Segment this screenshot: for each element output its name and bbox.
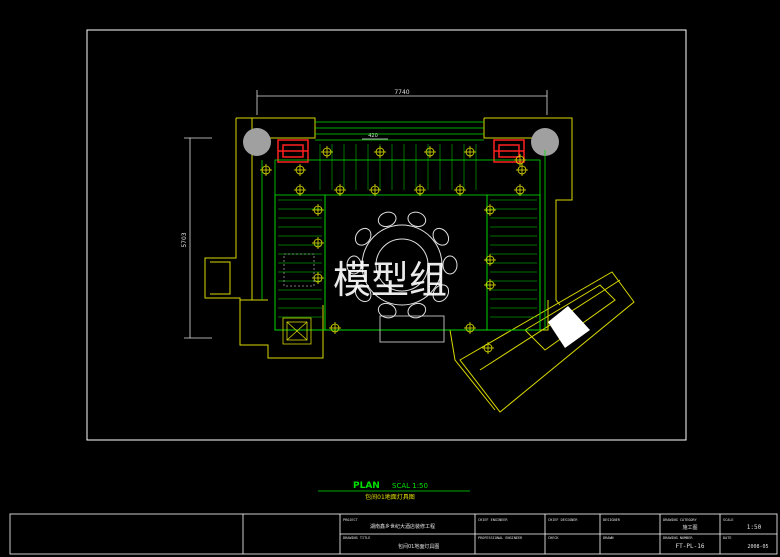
plan-scale: SCAL 1:50 [392, 482, 428, 490]
watermark-text: 模型组 [333, 258, 447, 302]
cabinet [379, 315, 445, 343]
top-ladder [319, 144, 477, 190]
tb-date-value: 2008-05 [747, 544, 768, 550]
tb-drawing-category-value: 施工图 [682, 524, 697, 531]
dining-chair [442, 255, 458, 275]
tb-designer-label: DESIGNER [603, 518, 621, 522]
dining-chair [432, 227, 450, 246]
tb-date-label: DATE [723, 536, 731, 540]
dining-chair [432, 284, 450, 303]
ladder-right [490, 199, 537, 318]
side-cabinet [283, 253, 315, 287]
tb-drawing-number-value: FT-PL-16 [676, 543, 705, 550]
tb-drawing-number-label: DRAWING NUMBER [663, 536, 693, 540]
drawing-border [86, 29, 687, 441]
dining-chair [377, 211, 397, 228]
dimension-width-total: 7740 [394, 89, 409, 96]
red-fixture-right [493, 139, 525, 163]
dining-chair [377, 302, 397, 319]
tb-chief-engineer-label: CHIEF ENGINEER [478, 518, 508, 522]
ladder-left [278, 199, 322, 318]
tb-drawing-category-label: DRAWING CATEGORY [663, 518, 698, 522]
planter-box [282, 317, 312, 345]
tb-drawn-label: DRAWN [603, 536, 614, 540]
tb-scale-label: SCALE [723, 518, 734, 522]
title-block [9, 513, 778, 555]
tb-professional-engineer-label: PROFESSIONAL ENGINEER [478, 536, 523, 540]
tb-check-label: CHECK [548, 536, 559, 540]
plan-subtitle: 包间01地面灯具图 [365, 493, 415, 501]
dining-chair [346, 255, 362, 275]
dining-chair [407, 211, 427, 228]
light-fixtures [260, 146, 528, 354]
angled-room [459, 271, 635, 413]
dimension-width-small: 420 [368, 133, 378, 139]
tb-project-label: PROJECT [343, 518, 359, 522]
dimension-lines [184, 90, 548, 339]
tb-chief-designer-label: CHIEF DESIGNER [548, 518, 578, 522]
tb-scale-value: 1:50 [747, 524, 762, 531]
dining-chairs [346, 211, 458, 319]
tb-drawing-title-label: DRAWING TITLE [343, 536, 370, 540]
red-fixture-left [277, 139, 309, 163]
dining-chair [354, 227, 372, 246]
dining-chair [354, 284, 372, 303]
angled-room-block [548, 306, 590, 348]
tb-drawing-title-value: 包间01地面灯具图 [398, 543, 439, 550]
dimension-height-total: 5703 [181, 232, 188, 247]
tb-project-value: 湖南鑫乡世纪大酒店装修工程 [370, 523, 435, 530]
dining-chair [407, 302, 427, 319]
plan-title: PLAN [353, 481, 380, 491]
column-right [531, 128, 559, 156]
dining-table [361, 224, 443, 306]
column-left [243, 128, 271, 156]
